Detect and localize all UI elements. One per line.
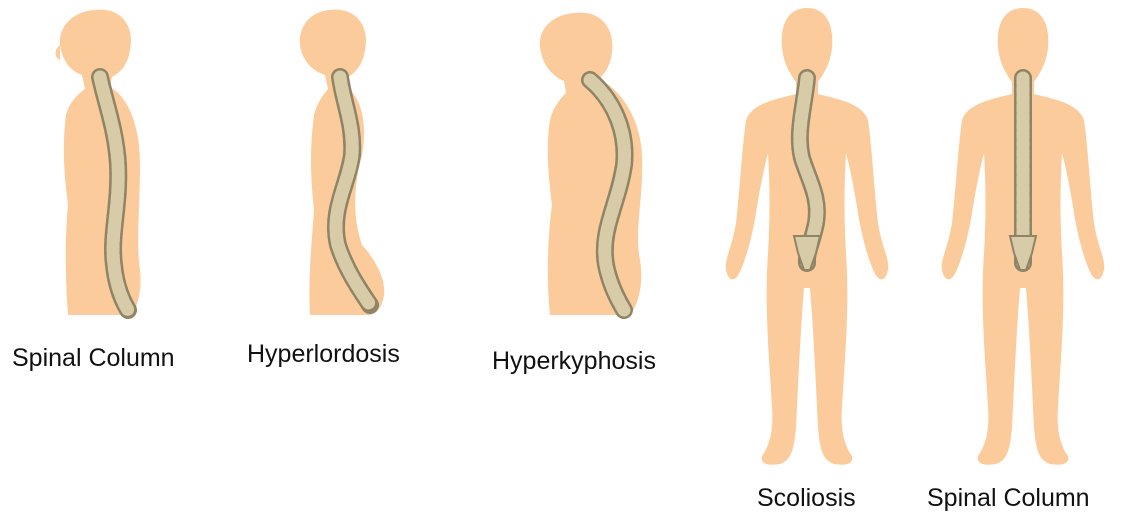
spine-side-hyperkyphosis	[520, 5, 660, 320]
label-hyperlordosis: Hyperlordosis	[247, 340, 400, 369]
figure-side-hyperlordosis	[290, 5, 410, 320]
spine-back-scoliosis	[722, 8, 892, 470]
label-spinal-column-side: Spinal Column	[12, 344, 175, 373]
label-scoliosis: Scoliosis	[757, 484, 856, 513]
pelvis-sacrum	[794, 236, 820, 270]
spine-back-normal	[938, 8, 1108, 470]
figure-back-normal	[938, 8, 1108, 470]
figure-back-scoliosis	[722, 8, 892, 470]
spine-side-normal	[40, 5, 180, 320]
label-spinal-column-back: Spinal Column	[927, 484, 1090, 513]
figure-side-normal	[40, 5, 180, 320]
spine-side-hyperlordosis	[290, 5, 410, 320]
figure-side-hyperkyphosis	[520, 5, 660, 320]
pelvis-sacrum	[1010, 236, 1036, 270]
label-hyperkyphosis: Hyperkyphosis	[492, 347, 656, 376]
